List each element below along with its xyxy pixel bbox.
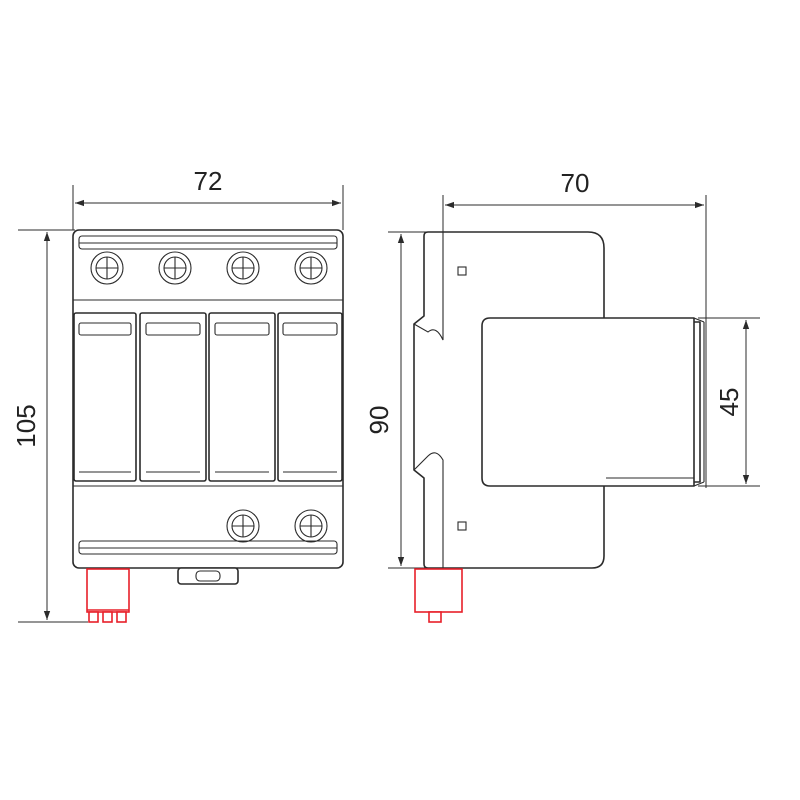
side-view: 70 90 45 — [364, 168, 760, 623]
module-face — [481, 317, 695, 487]
screw-terminal-icon — [90, 251, 124, 285]
remote-signal-plug-side — [414, 568, 463, 623]
side-depth-label: 70 — [561, 168, 590, 198]
vent-top — [457, 266, 467, 276]
plug-in-module — [208, 312, 276, 482]
remote-signal-plug — [86, 568, 130, 623]
screw-terminal-icon — [226, 509, 260, 543]
front-height-label: 105 — [11, 404, 41, 447]
screw-terminal-icon — [226, 251, 260, 285]
side-front-height-label: 45 — [714, 388, 744, 417]
vent-bottom — [457, 521, 467, 531]
screw-terminal-icon — [158, 251, 192, 285]
screw-terminal-icon — [294, 251, 328, 285]
top-terminal-row — [90, 251, 328, 285]
screw-terminal-icon — [294, 509, 328, 543]
side-height-label: 90 — [364, 406, 394, 435]
bottom-terminal-row — [226, 509, 328, 543]
plug-in-module — [73, 312, 137, 482]
front-width-label: 72 — [194, 166, 223, 196]
din-clip — [177, 567, 239, 585]
front-view: 72 105 — [11, 166, 344, 623]
plug-in-module — [277, 312, 343, 482]
module-row — [73, 312, 343, 482]
plug-in-module — [139, 312, 207, 482]
